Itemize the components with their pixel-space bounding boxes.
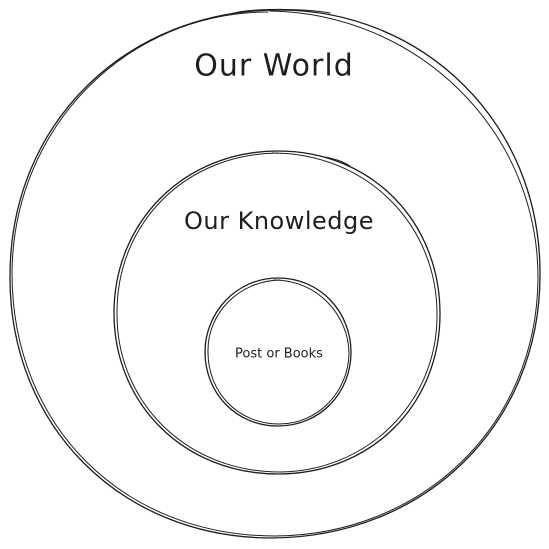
outer-circle-label: Our World xyxy=(194,49,353,84)
middle-circle-label: Our Knowledge xyxy=(184,207,374,235)
outer-circle xyxy=(9,9,541,539)
inner-circle-group: Post or Books xyxy=(204,277,352,427)
middle-circle xyxy=(113,150,441,475)
inner-circle-overstroke xyxy=(207,279,350,425)
middle-circle-group: Our Knowledge xyxy=(113,150,441,475)
inner-circle xyxy=(204,277,352,427)
inner-circle-label: Post or Books xyxy=(235,347,323,362)
outer-circle-overstroke xyxy=(11,8,539,537)
middle-circle-overstroke xyxy=(116,152,438,473)
outer-circle-group: Our World xyxy=(9,8,541,539)
